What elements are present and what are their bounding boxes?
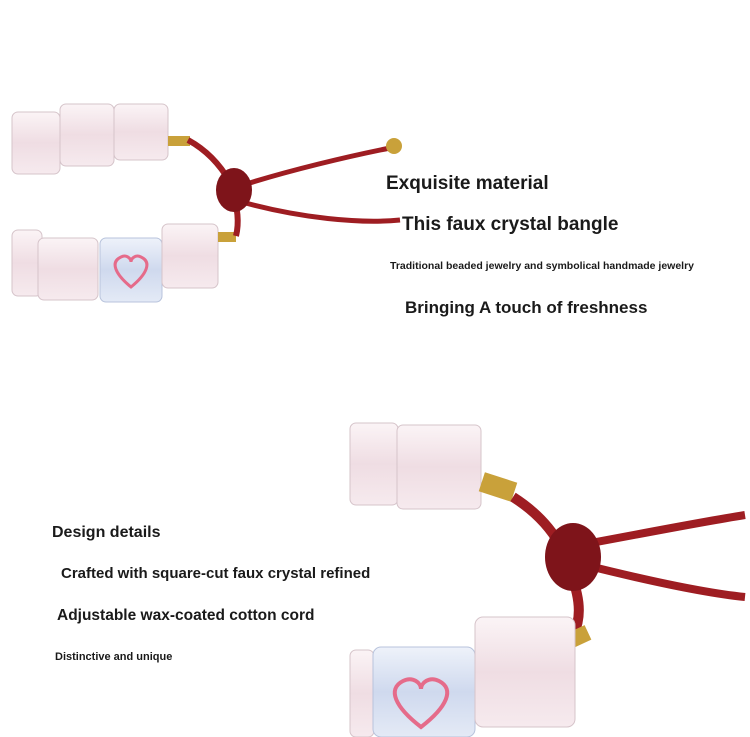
top-line-3: Bringing A touch of freshness: [405, 298, 648, 317]
bracelet-bottom-image: [349, 422, 746, 737]
bottom-line-2: Adjustable wax-coated cotton cord: [57, 607, 315, 624]
bottom-line-3: Distinctive and unique: [55, 651, 173, 663]
top-heading: Exquisite material: [386, 173, 549, 194]
bracelet-top-image: [11, 103, 402, 303]
bottom-line-1: Crafted with square-cut faux crystal ref…: [61, 565, 371, 582]
top-line-2: Traditional beaded jewelry and symbolica…: [390, 260, 695, 272]
bottom-heading: Design details: [52, 524, 161, 541]
top-line-1: This faux crystal bangle: [402, 214, 619, 235]
